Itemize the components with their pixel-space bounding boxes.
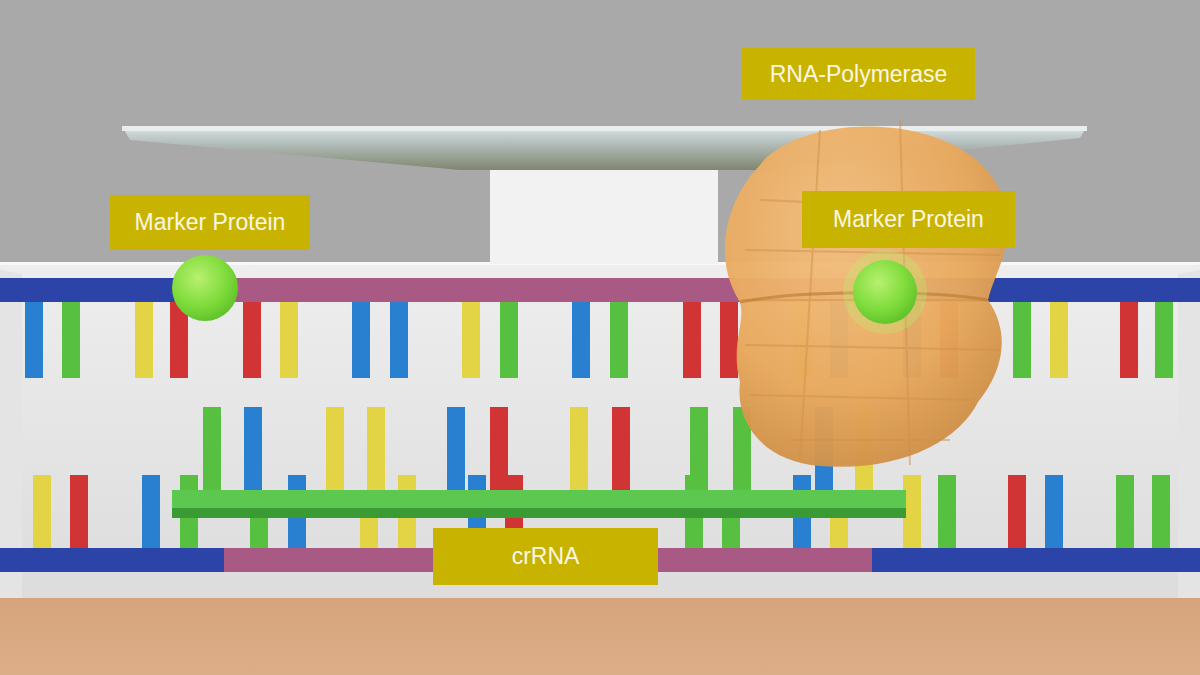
base — [683, 302, 701, 378]
dna-backbone — [0, 548, 224, 572]
label-text: Marker Protein — [135, 209, 286, 235]
rna-base — [367, 407, 385, 493]
base — [33, 475, 51, 549]
base — [62, 302, 80, 378]
marker-protein-sphere — [172, 255, 238, 321]
rna-polymerase-blob — [725, 127, 1008, 467]
dna-backbone — [0, 278, 180, 302]
base — [360, 518, 378, 549]
base — [250, 518, 268, 549]
base — [280, 302, 298, 378]
base — [352, 302, 370, 378]
polymerase-facets — [742, 120, 1000, 465]
base — [142, 475, 160, 549]
label-text: RNA-Polymerase — [770, 61, 948, 87]
base — [722, 518, 740, 549]
base — [1120, 302, 1138, 378]
label-box: Marker Protein — [110, 195, 310, 250]
rna-base — [612, 407, 630, 493]
base — [135, 302, 153, 378]
base — [1152, 475, 1170, 549]
plate-top-face — [122, 126, 1087, 131]
base — [830, 518, 848, 549]
marker-protein-sphere — [853, 260, 917, 324]
floor — [0, 598, 1200, 675]
marker-glow — [843, 250, 927, 334]
crrna-strand-shade — [172, 508, 906, 518]
rna-base — [570, 407, 588, 493]
label-box: Marker Protein — [802, 191, 1015, 248]
base — [572, 302, 590, 378]
crrna-strand — [172, 490, 906, 518]
base — [720, 302, 738, 378]
base — [1013, 302, 1031, 378]
base — [390, 302, 408, 378]
rna-base — [326, 407, 344, 493]
base — [1050, 302, 1068, 378]
label-box: RNA-Polymerase — [742, 48, 975, 100]
base — [462, 302, 480, 378]
base — [1045, 475, 1063, 549]
plate-support — [490, 170, 718, 264]
label-text: crRNA — [512, 543, 580, 569]
base — [243, 302, 261, 378]
rna-base — [203, 407, 221, 493]
base — [500, 302, 518, 378]
base — [70, 475, 88, 549]
dna-backbone — [872, 548, 1200, 572]
label-text: Marker Protein — [833, 206, 984, 232]
base — [1155, 302, 1173, 378]
rna-base — [447, 407, 465, 493]
base — [1116, 475, 1134, 549]
base — [610, 302, 628, 378]
base — [25, 302, 43, 378]
back-wall — [0, 262, 1200, 602]
rna-base — [244, 407, 262, 493]
label-box: crRNA — [433, 528, 658, 585]
base — [1008, 475, 1026, 549]
base — [938, 475, 956, 549]
